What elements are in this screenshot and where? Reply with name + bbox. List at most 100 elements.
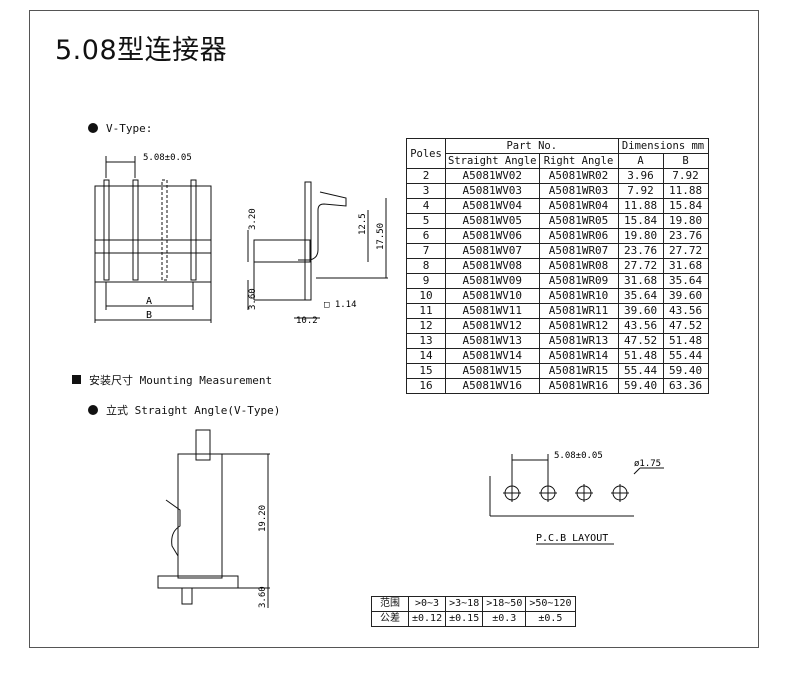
- cell-a: 43.56: [617, 318, 664, 334]
- range-label: 范围: [371, 596, 409, 612]
- pcb-hole-label: ø1.75: [634, 459, 661, 469]
- front-dim-a: A: [146, 296, 152, 307]
- mount-board: [157, 575, 239, 589]
- straight-heading: 立式 Straight Angle(V-Type): [88, 402, 280, 418]
- cell-poles: 5: [406, 213, 446, 229]
- cell-b: 7.92: [662, 168, 709, 184]
- range-cell: >0~3: [407, 596, 447, 612]
- cell-straight: A5081WV16: [445, 378, 540, 394]
- cell-right: A5081WR14: [538, 348, 619, 364]
- mount-pin-bottom: [181, 587, 193, 605]
- cell-poles: 12: [406, 318, 446, 334]
- cell-b: 47.52: [662, 318, 709, 334]
- tolerance-cell: ±0.3: [482, 611, 527, 627]
- square-bullet-icon: [72, 375, 81, 384]
- cell-right: A5081WR10: [538, 288, 619, 304]
- cell-right: A5081WR02: [538, 168, 619, 184]
- cell-straight: A5081WV08: [445, 258, 540, 274]
- pcb-holes: [503, 484, 629, 502]
- cell-b: 51.48: [662, 333, 709, 349]
- cell-straight: A5081WV06: [445, 228, 540, 244]
- mounting-heading: 安装尺寸 Mounting Measurement: [72, 372, 272, 388]
- pcb-layout-drawing: 5.08±0.05 ø1.75 P.C.B LAYOUT: [489, 451, 664, 545]
- cell-b: 19.80: [662, 213, 709, 229]
- side-dim-360: 3.60: [248, 288, 258, 310]
- side-dim-square: □ 1.14: [324, 300, 357, 310]
- cell-right: A5081WR07: [538, 243, 619, 259]
- cell-a: 55.44: [617, 363, 664, 379]
- a-header: A: [617, 153, 664, 169]
- tolerance-label: 公差: [371, 611, 409, 627]
- cell-a: 31.68: [617, 273, 664, 289]
- cell-straight: A5081WV13: [445, 333, 540, 349]
- vtype-heading: V-Type:: [88, 122, 152, 135]
- cell-b: 55.44: [662, 348, 709, 364]
- cell-right: A5081WR03: [538, 183, 619, 199]
- tolerance-cell: ±0.5: [525, 611, 576, 627]
- cell-right: A5081WR16: [538, 378, 619, 394]
- range-cell: >18~50: [482, 596, 527, 612]
- cell-straight: A5081WV15: [445, 363, 540, 379]
- cell-right: A5081WR08: [538, 258, 619, 274]
- range-cell: >50~120: [525, 596, 576, 612]
- cell-b: 63.36: [662, 378, 709, 394]
- cell-b: 35.64: [662, 273, 709, 289]
- cell-straight: A5081WV09: [445, 273, 540, 289]
- tolerance-table: 范围 >0~3 >3~18 >18~50 >50~120 公差 ±0.12 ±0…: [371, 596, 576, 627]
- cell-straight: A5081WV12: [445, 318, 540, 334]
- cell-right: A5081WR06: [538, 228, 619, 244]
- range-cell: >3~18: [445, 596, 484, 612]
- front-pitch-label: 5.08±0.05: [143, 153, 192, 163]
- cell-right: A5081WR09: [538, 273, 619, 289]
- cell-a: 27.72: [617, 258, 664, 274]
- front-dim-b: B: [146, 310, 152, 321]
- cell-a: 47.52: [617, 333, 664, 349]
- cell-right: A5081WR15: [538, 363, 619, 379]
- cell-poles: 6: [406, 228, 446, 244]
- poles-header: Poles: [406, 138, 446, 169]
- mount-contact: [165, 499, 181, 557]
- cell-poles: 15: [406, 363, 446, 379]
- cell-a: 3.96: [617, 168, 664, 184]
- cell-poles: 11: [406, 303, 446, 319]
- cell-a: 7.92: [617, 183, 664, 199]
- straight-header: Straight Angle: [445, 153, 540, 169]
- b-header: B: [662, 153, 709, 169]
- cell-poles: 8: [406, 258, 446, 274]
- cell-a: 51.48: [617, 348, 664, 364]
- cell-right: A5081WR12: [538, 318, 619, 334]
- mount-dim-360: 3.60: [258, 586, 268, 608]
- page-title: 5.08型连接器: [55, 35, 228, 66]
- cell-straight: A5081WV05: [445, 213, 540, 229]
- cell-b: 27.72: [662, 243, 709, 259]
- side-dim-320: 3.20: [248, 208, 258, 230]
- part-no-header: Part No.: [445, 138, 619, 154]
- cell-poles: 9: [406, 273, 446, 289]
- mount-pin-top: [195, 429, 211, 461]
- cell-a: 35.64: [617, 288, 664, 304]
- bullet-icon: [88, 405, 98, 415]
- side-contact: [298, 191, 347, 261]
- dimensions-header: Dimensions mm: [617, 138, 709, 154]
- mounting-label: 安装尺寸 Mounting Measurement: [89, 374, 273, 387]
- side-view-drawing: 3.20 12.5 17.50 3.60 □ 1.14 10.2: [247, 181, 388, 326]
- cell-b: 39.60: [662, 288, 709, 304]
- cell-a: 39.60: [617, 303, 664, 319]
- cell-b: 11.88: [662, 183, 709, 199]
- cell-poles: 4: [406, 198, 446, 214]
- cell-a: 11.88: [617, 198, 664, 214]
- cell-a: 23.76: [617, 243, 664, 259]
- cell-b: 31.68: [662, 258, 709, 274]
- straight-label: 立式 Straight Angle(V-Type): [106, 404, 281, 417]
- cell-straight: A5081WV14: [445, 348, 540, 364]
